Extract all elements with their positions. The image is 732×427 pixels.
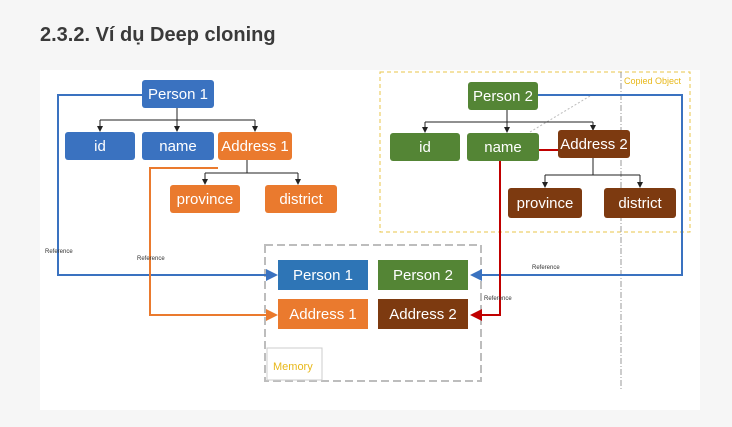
svg-text:Reference: Reference xyxy=(532,265,560,271)
tree-connectors-left xyxy=(97,108,301,185)
svg-text:district: district xyxy=(618,195,662,212)
svg-text:name: name xyxy=(484,139,522,156)
memory-person-1: Person 1 xyxy=(278,260,368,290)
memory-label: Memory xyxy=(273,361,313,373)
memory-person-2: Person 2 xyxy=(378,260,468,290)
node-district-1: district xyxy=(265,185,337,213)
node-id-1: id xyxy=(65,132,135,160)
svg-text:Address 2: Address 2 xyxy=(560,136,628,153)
memory-address-1: Address 1 xyxy=(278,299,368,329)
copied-object-box xyxy=(379,71,691,233)
svg-text:Reference: Reference xyxy=(45,249,73,255)
tree-connectors-right xyxy=(422,110,643,188)
svg-text:Reference: Reference xyxy=(484,296,512,302)
svg-text:district: district xyxy=(279,191,323,208)
svg-text:Person 1: Person 1 xyxy=(148,86,208,103)
node-province-1: province xyxy=(170,185,240,213)
svg-text:id: id xyxy=(419,139,431,156)
reference-person2: Reference xyxy=(470,94,683,281)
reference-address1: Reference xyxy=(137,167,278,321)
svg-text:Address 1: Address 1 xyxy=(289,306,357,323)
memory-label-box xyxy=(266,347,323,381)
node-province-2: province xyxy=(508,188,582,218)
svg-text:Person 1: Person 1 xyxy=(293,267,353,284)
node-person-2: Person 2 xyxy=(468,82,538,110)
svg-text:Address 1: Address 1 xyxy=(221,138,289,155)
svg-text:name: name xyxy=(159,138,197,155)
svg-text:Reference: Reference xyxy=(137,256,165,262)
svg-text:Person 2: Person 2 xyxy=(473,88,533,105)
node-district-2: district xyxy=(604,188,676,218)
node-address-2: Address 2 xyxy=(558,130,630,158)
node-address-1: Address 1 xyxy=(218,132,292,160)
svg-text:Person 2: Person 2 xyxy=(393,267,453,284)
svg-text:Address 2: Address 2 xyxy=(389,306,457,323)
page-title: 2.3.2. Ví dụ Deep cloning xyxy=(40,24,276,46)
copied-object-label: Copied Object xyxy=(624,76,682,86)
reference-person1: Reference xyxy=(45,94,278,281)
svg-text:id: id xyxy=(94,138,106,155)
svg-text:province: province xyxy=(517,195,574,212)
node-name-1: name xyxy=(142,132,214,160)
node-name-2: name xyxy=(467,133,539,161)
node-person-1: Person 1 xyxy=(142,80,214,108)
node-id-2: id xyxy=(390,133,460,161)
memory-address-2: Address 2 xyxy=(378,299,468,329)
deep-cloning-diagram: Copied Object Memory Reference Reference… xyxy=(40,70,700,410)
svg-text:province: province xyxy=(177,191,234,208)
diagram-panel xyxy=(40,70,700,410)
